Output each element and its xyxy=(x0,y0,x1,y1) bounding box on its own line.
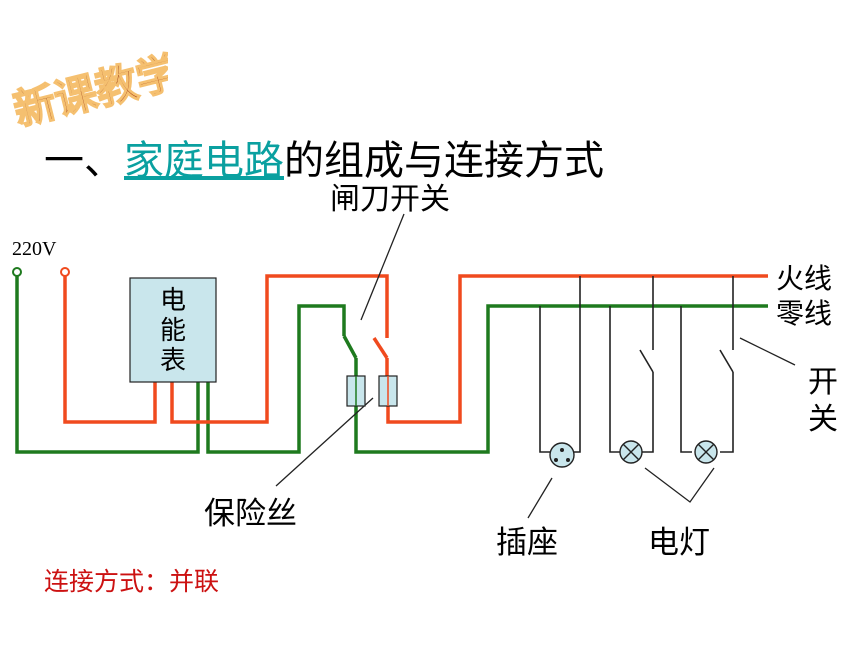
switch-char: 开 xyxy=(808,365,838,400)
switch-label: 开 关 xyxy=(808,364,838,438)
callout-lines xyxy=(275,213,796,519)
live-terminal xyxy=(60,267,70,277)
lamp-label: 电灯 xyxy=(648,525,710,561)
neutral-wire-label: 零线 xyxy=(776,297,833,330)
knife-switch-label: 闸刀开关 xyxy=(330,182,450,217)
electricity-meter xyxy=(129,277,217,383)
title-prefix: 一、 xyxy=(44,138,124,184)
lamp-switches xyxy=(639,349,734,373)
knife-switch xyxy=(342,335,389,376)
neutral-wire xyxy=(15,273,768,454)
title-suffix: 的组成与连接方式 xyxy=(284,138,604,184)
fuse-label: 保险丝 xyxy=(204,496,297,532)
new-lesson-badge: 新课教学 xyxy=(8,46,168,128)
branch-wires xyxy=(539,276,734,453)
lamp-icon xyxy=(619,440,643,464)
connection-method: 连接方式：并联 xyxy=(44,567,220,596)
page-title: 一、家庭电路的组成与连接方式 xyxy=(44,128,604,186)
voltage-label: 220V xyxy=(12,238,57,260)
neutral-terminal xyxy=(12,267,22,277)
socket-label: 插座 xyxy=(496,525,558,561)
meter-char: 能 xyxy=(159,316,186,346)
meter-char: 表 xyxy=(159,346,186,376)
live-wire-label: 火线 xyxy=(776,262,833,295)
switch-char: 关 xyxy=(808,402,838,437)
meter-char: 电 xyxy=(159,286,186,316)
meter-label: 电 能 表 xyxy=(157,286,189,376)
live-wire xyxy=(63,273,768,424)
socket-icon xyxy=(549,442,575,468)
title-link-home-circuit[interactable]: 家庭电路 xyxy=(124,138,284,184)
lamp-icon xyxy=(694,440,718,464)
